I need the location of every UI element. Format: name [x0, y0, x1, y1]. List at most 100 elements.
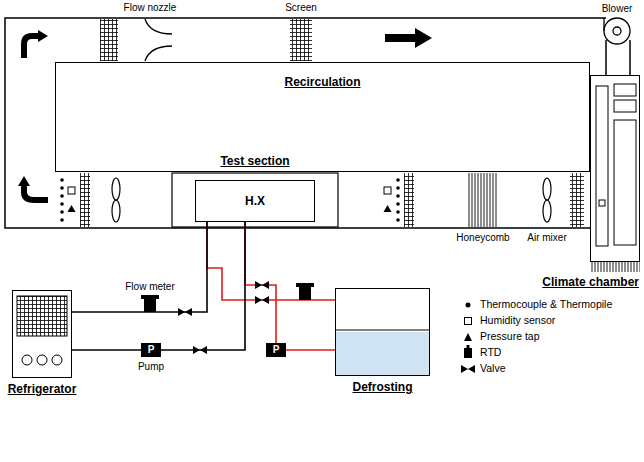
flow-arrow — [24, 36, 38, 58]
pump-symbol: P — [266, 343, 286, 357]
sensor-mark — [384, 205, 392, 212]
refrigerator-detail — [22, 355, 32, 365]
component-label: Defrosting — [353, 380, 413, 394]
legend-symbol — [461, 303, 475, 374]
duct-wall — [606, 40, 630, 75]
sensor-mark — [396, 210, 400, 214]
blower — [603, 18, 604, 31]
component-label: Recirculation — [56, 75, 589, 89]
pipe-line — [72, 349, 141, 351]
pipe-line — [286, 349, 335, 351]
legend-text: Valve — [480, 362, 506, 374]
chamber-detail — [614, 84, 636, 96]
test-section-frame — [172, 173, 338, 227]
pump-letter: P — [273, 345, 280, 355]
screen-mesh — [80, 19, 584, 227]
fan — [543, 200, 551, 222]
flow-arrow — [24, 186, 48, 200]
pipe-line — [245, 222, 276, 343]
pipe-line — [207, 222, 335, 300]
refrigerator-detail — [17, 296, 67, 365]
part-label: Honeycomb — [456, 232, 509, 243]
heat-exchanger-box: H.X — [195, 180, 315, 222]
legend-text: Humidity sensor — [480, 314, 555, 326]
legend-symbol — [464, 348, 472, 358]
part-label: Air mixer — [527, 232, 566, 243]
defrosting-tank-detail — [336, 332, 429, 375]
legend-text: RTD — [480, 346, 501, 358]
pump-symbol: P — [141, 343, 161, 357]
legend-text: Pressure tap — [480, 330, 540, 342]
sensor-mark — [60, 218, 64, 222]
flow-nozzle — [145, 19, 172, 61]
sensor-mark — [396, 186, 400, 190]
part-label: Blower — [602, 3, 633, 14]
flow-meter-symbol — [296, 283, 314, 287]
recirculation-loop: Recirculation — [55, 62, 590, 172]
blower — [604, 18, 630, 44]
fan — [112, 178, 551, 222]
flow-nozzle — [145, 19, 172, 34]
flow-meter-symbol — [141, 295, 159, 299]
chamber-detail — [596, 86, 608, 246]
sensor-mark — [60, 186, 64, 190]
refrigerator-detail — [37, 355, 47, 365]
honeycomb — [468, 173, 498, 227]
part-label: Screen — [285, 2, 317, 13]
chamber-detail — [590, 84, 640, 272]
part-label: Flow meter — [125, 281, 174, 292]
valve-symbol — [255, 281, 269, 289]
flow-arrow — [385, 28, 432, 48]
duct-wall — [5, 18, 606, 228]
screen-mesh — [404, 173, 414, 227]
chamber-detail — [590, 262, 640, 272]
component-label: Climate chamber — [542, 275, 639, 289]
sensor-mark — [396, 178, 400, 182]
sensor-mark — [60, 178, 64, 182]
valve-symbol — [178, 308, 192, 316]
flow-meter-symbol — [144, 298, 156, 312]
sensor-mark — [68, 187, 75, 194]
flow-arrow — [18, 28, 432, 200]
screen-mesh — [100, 19, 118, 61]
legend-text: Thermocouple & Thermopile — [480, 298, 612, 310]
fan — [112, 200, 120, 222]
climate-chamber: Climate chamber — [590, 75, 640, 262]
legend-symbol — [465, 318, 472, 325]
refrigerator-detail — [17, 296, 67, 336]
defrosting-tank-detail — [335, 330, 430, 375]
flow-arrow — [38, 30, 48, 42]
screen-mesh — [570, 173, 584, 227]
legend-symbol — [467, 345, 470, 348]
defrosting-tank-detail — [335, 329, 430, 330]
blower — [604, 18, 630, 44]
valve-symbol — [193, 346, 207, 354]
part-label: Flow nozzle — [124, 2, 177, 13]
chamber-detail — [599, 200, 605, 206]
legend-symbol — [461, 365, 475, 373]
chamber-detail — [614, 100, 636, 112]
chamber-detail — [614, 120, 636, 245]
valve-symbol — [255, 296, 269, 304]
refrigerator-detail — [52, 355, 62, 365]
defrosting-tank: Defrosting — [335, 288, 430, 376]
section-heading: Test section — [220, 154, 289, 168]
valve-symbol — [178, 281, 269, 354]
flow-nozzle — [145, 46, 172, 61]
component-label: H.X — [245, 194, 265, 208]
sensor-mark — [68, 205, 76, 212]
honeycomb — [468, 173, 498, 227]
duct-wall — [5, 18, 630, 228]
refrigerator-unit: Refrigerator — [12, 290, 72, 378]
pump-letter: P — [148, 345, 155, 355]
sensor-mark — [60, 194, 64, 198]
flow-meter-symbol — [299, 286, 311, 300]
sensor-mark — [60, 210, 64, 214]
pipe-line — [72, 222, 207, 312]
legend-symbol — [466, 303, 471, 308]
test-section-frame — [172, 173, 338, 227]
